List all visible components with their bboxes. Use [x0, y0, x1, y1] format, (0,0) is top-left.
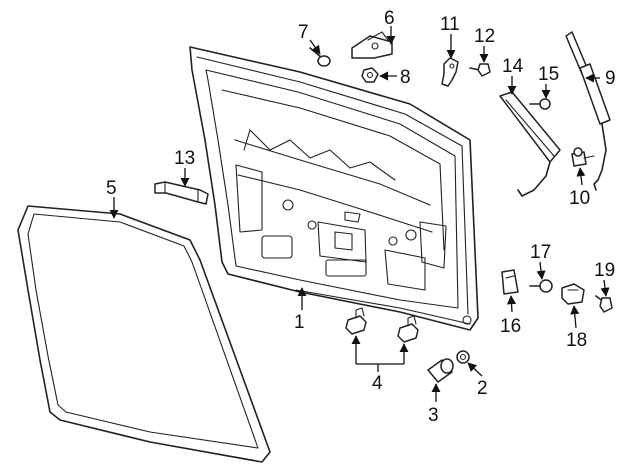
callout-6: 6 — [384, 8, 395, 29]
leader-lines — [109, 26, 610, 402]
callout-7: 7 — [298, 22, 309, 43]
callout-17: 17 — [530, 242, 551, 263]
callout-12: 12 — [474, 26, 495, 47]
channel-bolt — [529, 98, 551, 110]
callout-4: 4 — [372, 373, 383, 394]
cylinder-bumper — [427, 358, 454, 383]
liftgate-panel — [189, 46, 479, 331]
leader-19 — [600, 279, 610, 297]
callout-3: 3 — [428, 405, 439, 426]
gas-strut — [565, 31, 611, 191]
callout-2: 2 — [477, 378, 488, 399]
callout-16: 16 — [500, 316, 521, 337]
callout-13: 13 — [174, 148, 195, 169]
leader-2 — [467, 362, 483, 377]
callout-19: 19 — [594, 260, 615, 281]
strut-bracket — [441, 57, 459, 87]
callout-5: 5 — [106, 178, 117, 199]
pull-handle — [154, 181, 209, 205]
callout-18: 18 — [566, 330, 587, 351]
leader-18 — [570, 305, 580, 329]
leader-10 — [576, 167, 586, 186]
bracket-bolt — [469, 63, 491, 77]
leader-17 — [536, 261, 546, 280]
hinge-nut — [361, 67, 379, 83]
washer — [456, 350, 470, 364]
hinge-bolt — [309, 47, 331, 67]
callout-1: 1 — [294, 312, 305, 333]
latch-mount-bolt — [595, 295, 613, 313]
latch-bolt — [529, 279, 553, 293]
bumper-right — [397, 315, 419, 343]
latch — [561, 283, 585, 305]
callout-15: 15 — [538, 64, 559, 85]
channel-trim — [499, 91, 561, 197]
callout-14: 14 — [502, 56, 524, 77]
callout-9: 9 — [605, 68, 616, 89]
bumper-left — [345, 307, 367, 335]
callout-8: 8 — [400, 67, 411, 88]
leader-7 — [309, 39, 321, 55]
ball-stud — [571, 147, 595, 167]
callout-11: 11 — [440, 14, 460, 35]
leader-16 — [506, 295, 517, 313]
retainer-clip — [501, 269, 519, 295]
callout-10: 10 — [569, 188, 590, 209]
hinge — [351, 31, 393, 59]
weatherstrip-seal — [17, 205, 271, 463]
callout-labels: 1 2 3 4 5 6 7 8 9 10 11 12 13 14 15 16 1… — [106, 8, 616, 426]
